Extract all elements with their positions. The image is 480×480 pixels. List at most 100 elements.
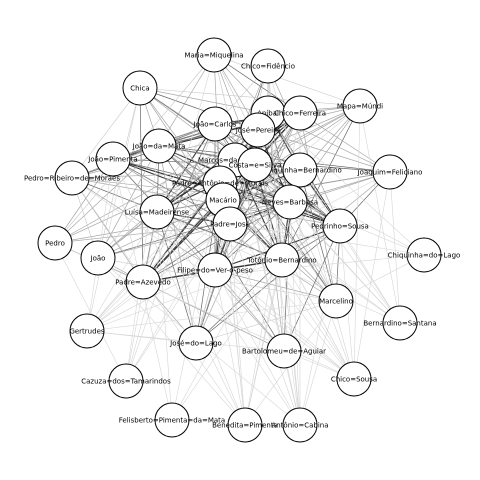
node: Gertrudes bbox=[69, 313, 105, 349]
edge bbox=[281, 259, 355, 380]
edge bbox=[125, 145, 160, 382]
node: João=Carlos bbox=[193, 106, 237, 142]
node-circle bbox=[95, 141, 131, 177]
edge bbox=[54, 242, 127, 382]
node: Felisberto=Pimenta=da=Mata bbox=[119, 402, 225, 438]
edge bbox=[158, 145, 285, 352]
node-circle bbox=[282, 152, 318, 188]
edge bbox=[234, 159, 337, 302]
edge bbox=[156, 171, 391, 213]
edge bbox=[97, 65, 269, 259]
edge bbox=[156, 211, 301, 426]
node-label: João=Pimenta bbox=[87, 156, 137, 164]
node-circle bbox=[122, 70, 158, 106]
edge bbox=[214, 269, 285, 352]
node-circle bbox=[139, 194, 175, 230]
edge bbox=[195, 164, 256, 344]
node-label: Aníbal bbox=[257, 110, 279, 118]
edge bbox=[54, 223, 231, 244]
edge bbox=[171, 201, 291, 421]
node-label: Padre=José bbox=[210, 221, 250, 229]
node-circle bbox=[342, 88, 378, 124]
node-label: Filipe=do=Ver-o-peso bbox=[177, 267, 253, 275]
edge bbox=[86, 87, 141, 332]
node-label: João bbox=[90, 255, 106, 263]
node-circle bbox=[54, 160, 90, 196]
node-circle bbox=[108, 363, 144, 399]
node: Luísa=Madeirense bbox=[125, 194, 189, 230]
edge bbox=[71, 177, 291, 203]
node: Bartolomeu=de=Aguiar bbox=[242, 333, 326, 369]
edge bbox=[299, 112, 337, 302]
node: Pedro bbox=[37, 225, 73, 261]
node-circle bbox=[197, 252, 233, 288]
node-circle bbox=[125, 264, 161, 300]
edge bbox=[139, 87, 269, 114]
edge bbox=[289, 201, 301, 426]
node-label: Luísa=Madeirense bbox=[125, 209, 189, 217]
edge bbox=[86, 171, 391, 332]
node-label: Maria=Miquelina bbox=[184, 52, 243, 60]
edge bbox=[86, 211, 158, 332]
edge bbox=[158, 145, 391, 173]
node: Totônio=Bernardino bbox=[246, 242, 317, 278]
edge bbox=[54, 145, 160, 244]
node-circle bbox=[282, 407, 318, 443]
node: Neves=Barbosa bbox=[262, 184, 318, 220]
edge bbox=[229, 223, 425, 256]
node-label: João=Carlos bbox=[193, 121, 237, 129]
node-label: Pedro bbox=[45, 240, 65, 248]
node: Chico=Ferreira bbox=[274, 95, 326, 131]
edge bbox=[125, 123, 216, 382]
node: Chiquinha=do=Lago bbox=[388, 237, 460, 273]
edge bbox=[171, 182, 221, 421]
node-circle bbox=[336, 361, 372, 397]
node-label: Chica bbox=[130, 85, 149, 93]
node-circle bbox=[141, 128, 177, 164]
edge bbox=[214, 269, 301, 426]
node-circle bbox=[318, 283, 354, 319]
node-label: João=da=Mata bbox=[132, 143, 186, 151]
node: Mariquinha=Bernardino bbox=[258, 152, 342, 188]
edge bbox=[214, 269, 355, 380]
node-label: Mapa=Múndi bbox=[337, 103, 383, 111]
edge bbox=[299, 225, 341, 426]
node-label: Joaquim=Feliciano bbox=[357, 169, 423, 177]
node-circle bbox=[382, 305, 418, 341]
node-label: Felisberto=Pimenta=da=Mata bbox=[119, 417, 225, 425]
edge bbox=[267, 112, 425, 256]
node-circle bbox=[212, 206, 248, 242]
edge bbox=[156, 211, 197, 344]
edge bbox=[97, 257, 246, 426]
node: Chico=Sousa bbox=[331, 361, 377, 397]
node-circle bbox=[154, 402, 190, 438]
node-circle bbox=[264, 242, 300, 278]
node: João=da=Mata bbox=[132, 128, 186, 164]
edge bbox=[71, 177, 246, 426]
edge bbox=[86, 259, 283, 332]
node-label: Costa=e=Silva bbox=[229, 162, 282, 170]
node-label: Gertrudes bbox=[69, 328, 104, 336]
node-layer: Maria=MiquelinaChico=FidêncioChicaAníbal… bbox=[24, 37, 460, 443]
edge bbox=[156, 211, 173, 421]
edge bbox=[112, 158, 246, 426]
node-label: Pedro=Ribeiro=de=Moraes bbox=[24, 175, 120, 183]
node: Maria=Miquelina bbox=[184, 37, 244, 73]
node-circle bbox=[227, 407, 263, 443]
node: João=Pimenta bbox=[87, 141, 138, 177]
node-label: Totônio=Bernardino bbox=[246, 257, 316, 265]
node-label: Bernardino=Santana bbox=[363, 320, 436, 328]
node: João bbox=[80, 240, 116, 276]
edge bbox=[139, 87, 361, 107]
edge bbox=[171, 259, 283, 421]
node-label: José=Pereira bbox=[235, 127, 281, 135]
node-label: Macário bbox=[209, 197, 237, 205]
node-circle bbox=[406, 237, 442, 273]
edge bbox=[195, 112, 301, 344]
node-label: Chico=Ferreira bbox=[274, 110, 326, 118]
edge bbox=[283, 225, 341, 352]
edge bbox=[213, 54, 256, 166]
edge bbox=[229, 223, 246, 426]
edge bbox=[214, 269, 246, 426]
node-label: Cazuza=dos=Tamarindos bbox=[81, 378, 171, 386]
